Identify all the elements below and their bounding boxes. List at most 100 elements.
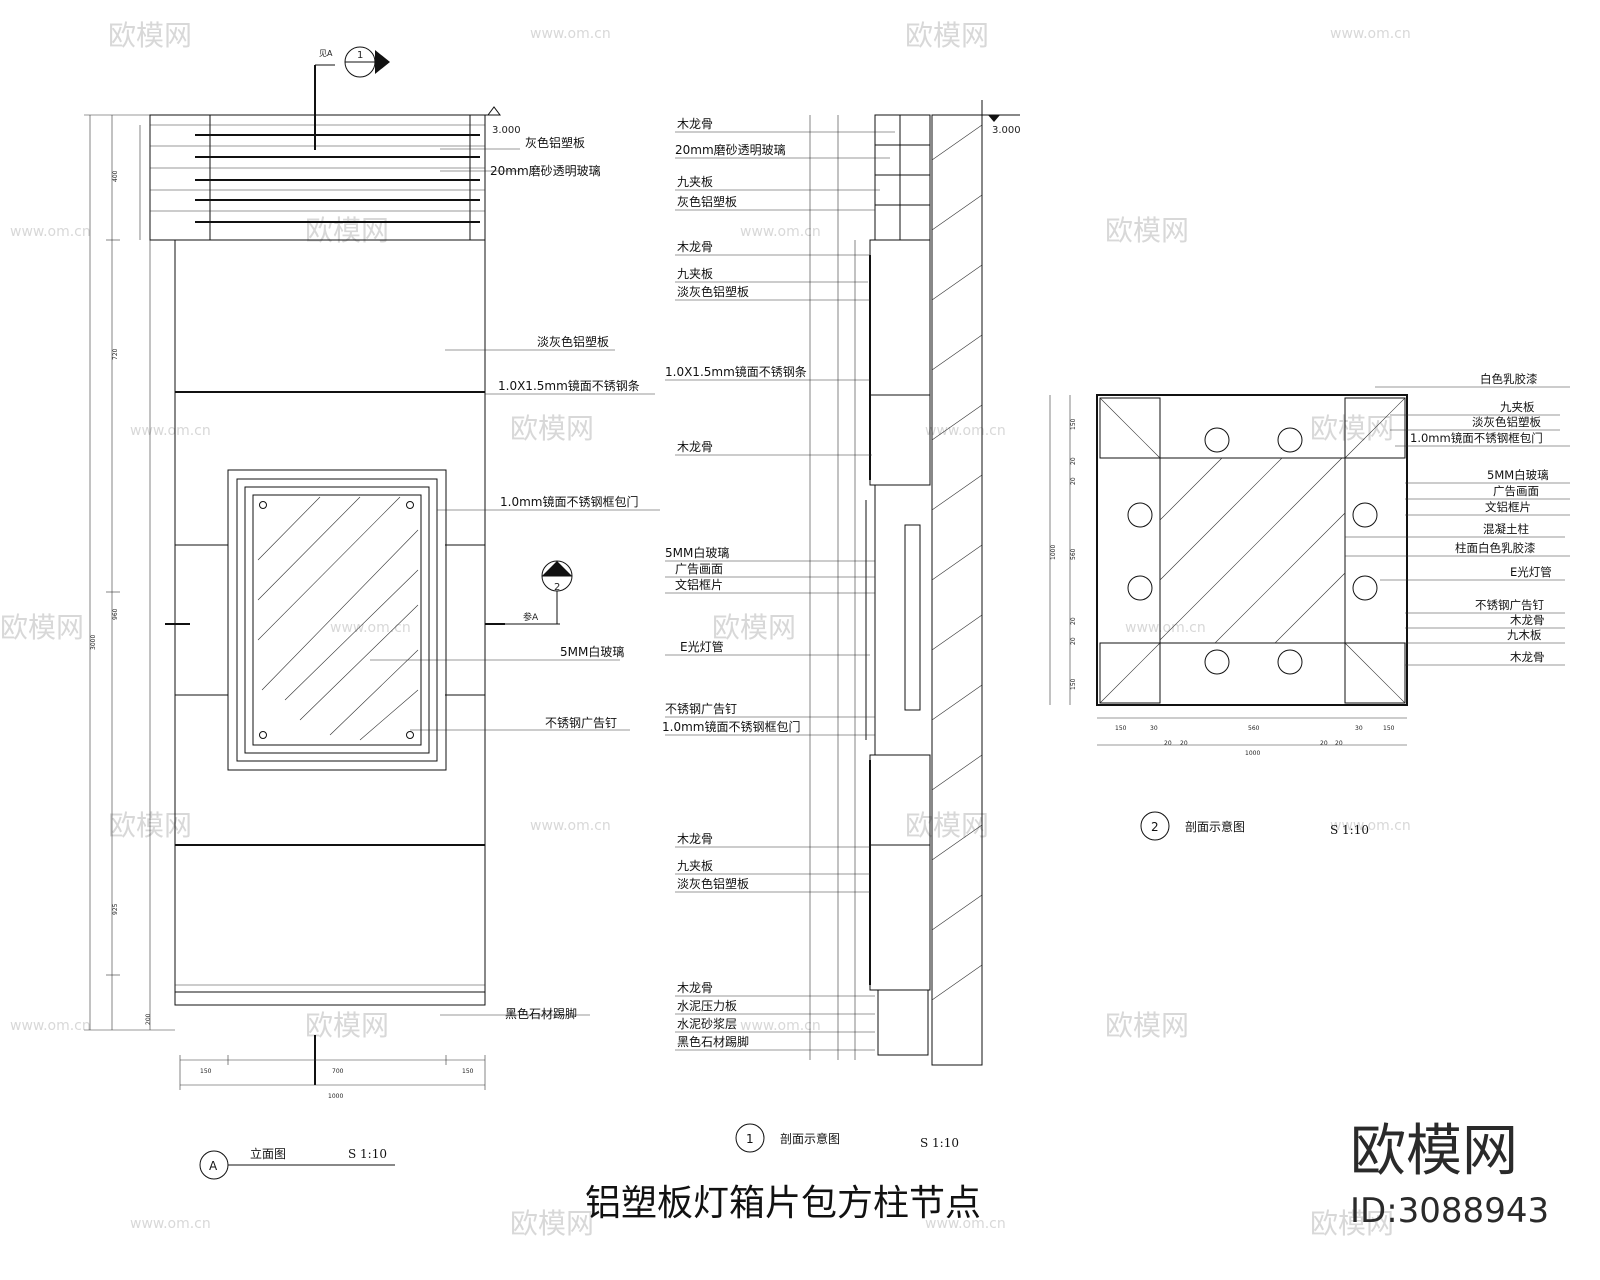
elevation-view: 3000 400 720 960 925 200 3.000 1 见A xyxy=(84,46,660,1180)
section2-label: 九夹板 xyxy=(1500,400,1535,414)
section2-label: 1.0mm镜面不锈钢框包门 xyxy=(1410,431,1543,445)
elevation-label: 1.0mm镜面不锈钢框包门 xyxy=(500,494,638,509)
view-scale: S 1:10 xyxy=(1330,823,1369,837)
elevation-label: 灰色铝塑板 xyxy=(525,135,585,150)
watermark-brand: 欧模网 xyxy=(108,19,192,52)
watermark-brand: 欧模网 xyxy=(712,611,796,644)
elevation-label: 1.0X1.5mm镜面不锈钢条 xyxy=(498,378,640,393)
dimension-text: 1000 xyxy=(328,1093,343,1100)
dimension-text: 20 xyxy=(1180,740,1188,747)
section1-label: 木龙骨 xyxy=(677,440,713,454)
watermark-brand: 欧模网 xyxy=(305,214,389,247)
watermark-url: www.om.cn xyxy=(1330,818,1411,834)
section-note: 见A xyxy=(319,49,333,58)
watermark-brand: 欧模网 xyxy=(305,1009,389,1042)
watermark-brand: 欧模网 xyxy=(1310,1207,1394,1240)
dimension-text: 1000 xyxy=(1245,750,1260,757)
watermark-brand: 欧模网 xyxy=(905,809,989,842)
watermark-url: www.om.cn xyxy=(130,423,211,439)
elevation-label: 淡灰色铝塑板 xyxy=(537,334,609,349)
section1-label: 水泥砂浆层 xyxy=(677,1016,737,1031)
watermark-url: www.om.cn xyxy=(530,26,611,42)
section1-label: 九夹板 xyxy=(677,267,713,281)
watermark-url: www.om.cn xyxy=(740,1018,821,1034)
section1-label: 木龙骨 xyxy=(677,240,713,254)
view-title: 剖面示意图 xyxy=(780,1131,840,1146)
watermark-url: www.om.cn xyxy=(925,423,1006,439)
dimension-text: 150 xyxy=(1115,725,1127,732)
section2-label: 5MM白玻璃 xyxy=(1487,468,1549,482)
section1-label: 木龙骨 xyxy=(677,117,713,131)
dimension-text: 20 xyxy=(1070,617,1077,625)
section1-label: 1.0X1.5mm镜面不锈钢条 xyxy=(665,364,807,379)
watermark-url: www.om.cn xyxy=(740,224,821,240)
watermark-brand: 欧模网 xyxy=(0,611,84,644)
dimension-text: 720 xyxy=(112,348,119,360)
dimension-text: 560 xyxy=(1070,548,1077,560)
section1-label: 20mm磨砂透明玻璃 xyxy=(675,143,786,157)
section2-label: 木龙骨 xyxy=(1510,650,1545,664)
section1-label: 淡灰色铝塑板 xyxy=(677,876,749,891)
section1-label: 木龙骨 xyxy=(677,832,713,846)
dimension-text: 1000 xyxy=(1050,545,1057,560)
section-marker: 2 xyxy=(554,582,560,593)
view-marker: A xyxy=(209,1159,218,1173)
view-marker: 2 xyxy=(1151,820,1159,834)
section1-label: 淡灰色铝塑板 xyxy=(677,284,749,299)
section2-label: E光灯管 xyxy=(1510,565,1552,579)
light-tube-icon xyxy=(1127,427,1378,675)
glass-hatch xyxy=(257,496,419,741)
section1-label: 不锈钢广告钉 xyxy=(665,702,737,716)
watermark-brand: 欧模网 xyxy=(1310,412,1394,445)
view-scale: S 1:10 xyxy=(348,1147,387,1161)
section1-label: 木龙骨 xyxy=(677,981,713,995)
level-mark: 3.000 xyxy=(492,125,521,136)
section1-label: 1.0mm镜面不锈钢框包门 xyxy=(662,719,800,734)
watermark-url: www.om.cn xyxy=(10,1018,91,1034)
watermark-url: www.om.cn xyxy=(530,818,611,834)
section1-label: E光灯管 xyxy=(680,639,724,654)
watermark-brand: 欧模网 xyxy=(510,1207,594,1240)
dimension-text: 20 xyxy=(1070,637,1077,645)
dimension-text: 20 xyxy=(1070,457,1077,465)
view-scale: S 1:10 xyxy=(920,1136,959,1150)
section-note: 参A xyxy=(523,611,539,623)
elevation-label: 5MM白玻璃 xyxy=(560,644,624,659)
view-marker: 1 xyxy=(746,1132,754,1146)
dimension-text: 3000 xyxy=(90,635,97,650)
watermark-brand: 欧模网 xyxy=(1105,1009,1189,1042)
ad-screw-icon xyxy=(259,501,414,739)
watermark-url: www.om.cn xyxy=(925,1216,1006,1232)
brand-logo: 欧模网 xyxy=(1350,1119,1518,1184)
level-mark: 3.000 xyxy=(992,125,1021,136)
dimension-text: 30 xyxy=(1150,725,1158,732)
section2-label: 柱面白色乳胶漆 xyxy=(1455,541,1536,555)
watermark-url: www.om.cn xyxy=(330,620,411,636)
dimension-text: 30 xyxy=(1355,725,1363,732)
dimension-text: 150 xyxy=(1070,678,1077,690)
watermark-brand: 欧模网 xyxy=(1105,214,1189,247)
section1-label: 九夹板 xyxy=(677,175,713,189)
dimension-text: 150 xyxy=(462,1068,474,1075)
dimension-text: 150 xyxy=(1070,418,1077,430)
section1-label: 九夹板 xyxy=(677,859,713,873)
dimension-text: 960 xyxy=(112,608,119,620)
dimension-text: 20 xyxy=(1164,740,1172,747)
elevation-label: 不锈钢广告钉 xyxy=(545,716,617,730)
dimension-text: 20 xyxy=(1335,740,1343,747)
section2-label: 淡灰色铝塑板 xyxy=(1472,415,1541,429)
dimension-text: 925 xyxy=(112,903,119,915)
section2-label: 文铝框片 xyxy=(1485,500,1531,514)
section1-label: 文铝框片 xyxy=(675,577,723,592)
dimension-text: 20 xyxy=(1320,740,1328,747)
dimension-text: 150 xyxy=(200,1068,212,1075)
section2-label: 广告画面 xyxy=(1493,484,1539,498)
section1-label: 水泥压力板 xyxy=(677,999,737,1013)
section2-label: 木龙骨 xyxy=(1510,613,1545,627)
section-1-view: 3.000 xyxy=(662,100,1021,1153)
section-marker: 1 xyxy=(357,50,363,61)
dimension-text: 150 xyxy=(1383,725,1395,732)
dimension-text: 400 xyxy=(112,170,119,182)
section1-label: 广告画面 xyxy=(675,562,723,576)
watermark-url: www.om.cn xyxy=(10,224,91,240)
